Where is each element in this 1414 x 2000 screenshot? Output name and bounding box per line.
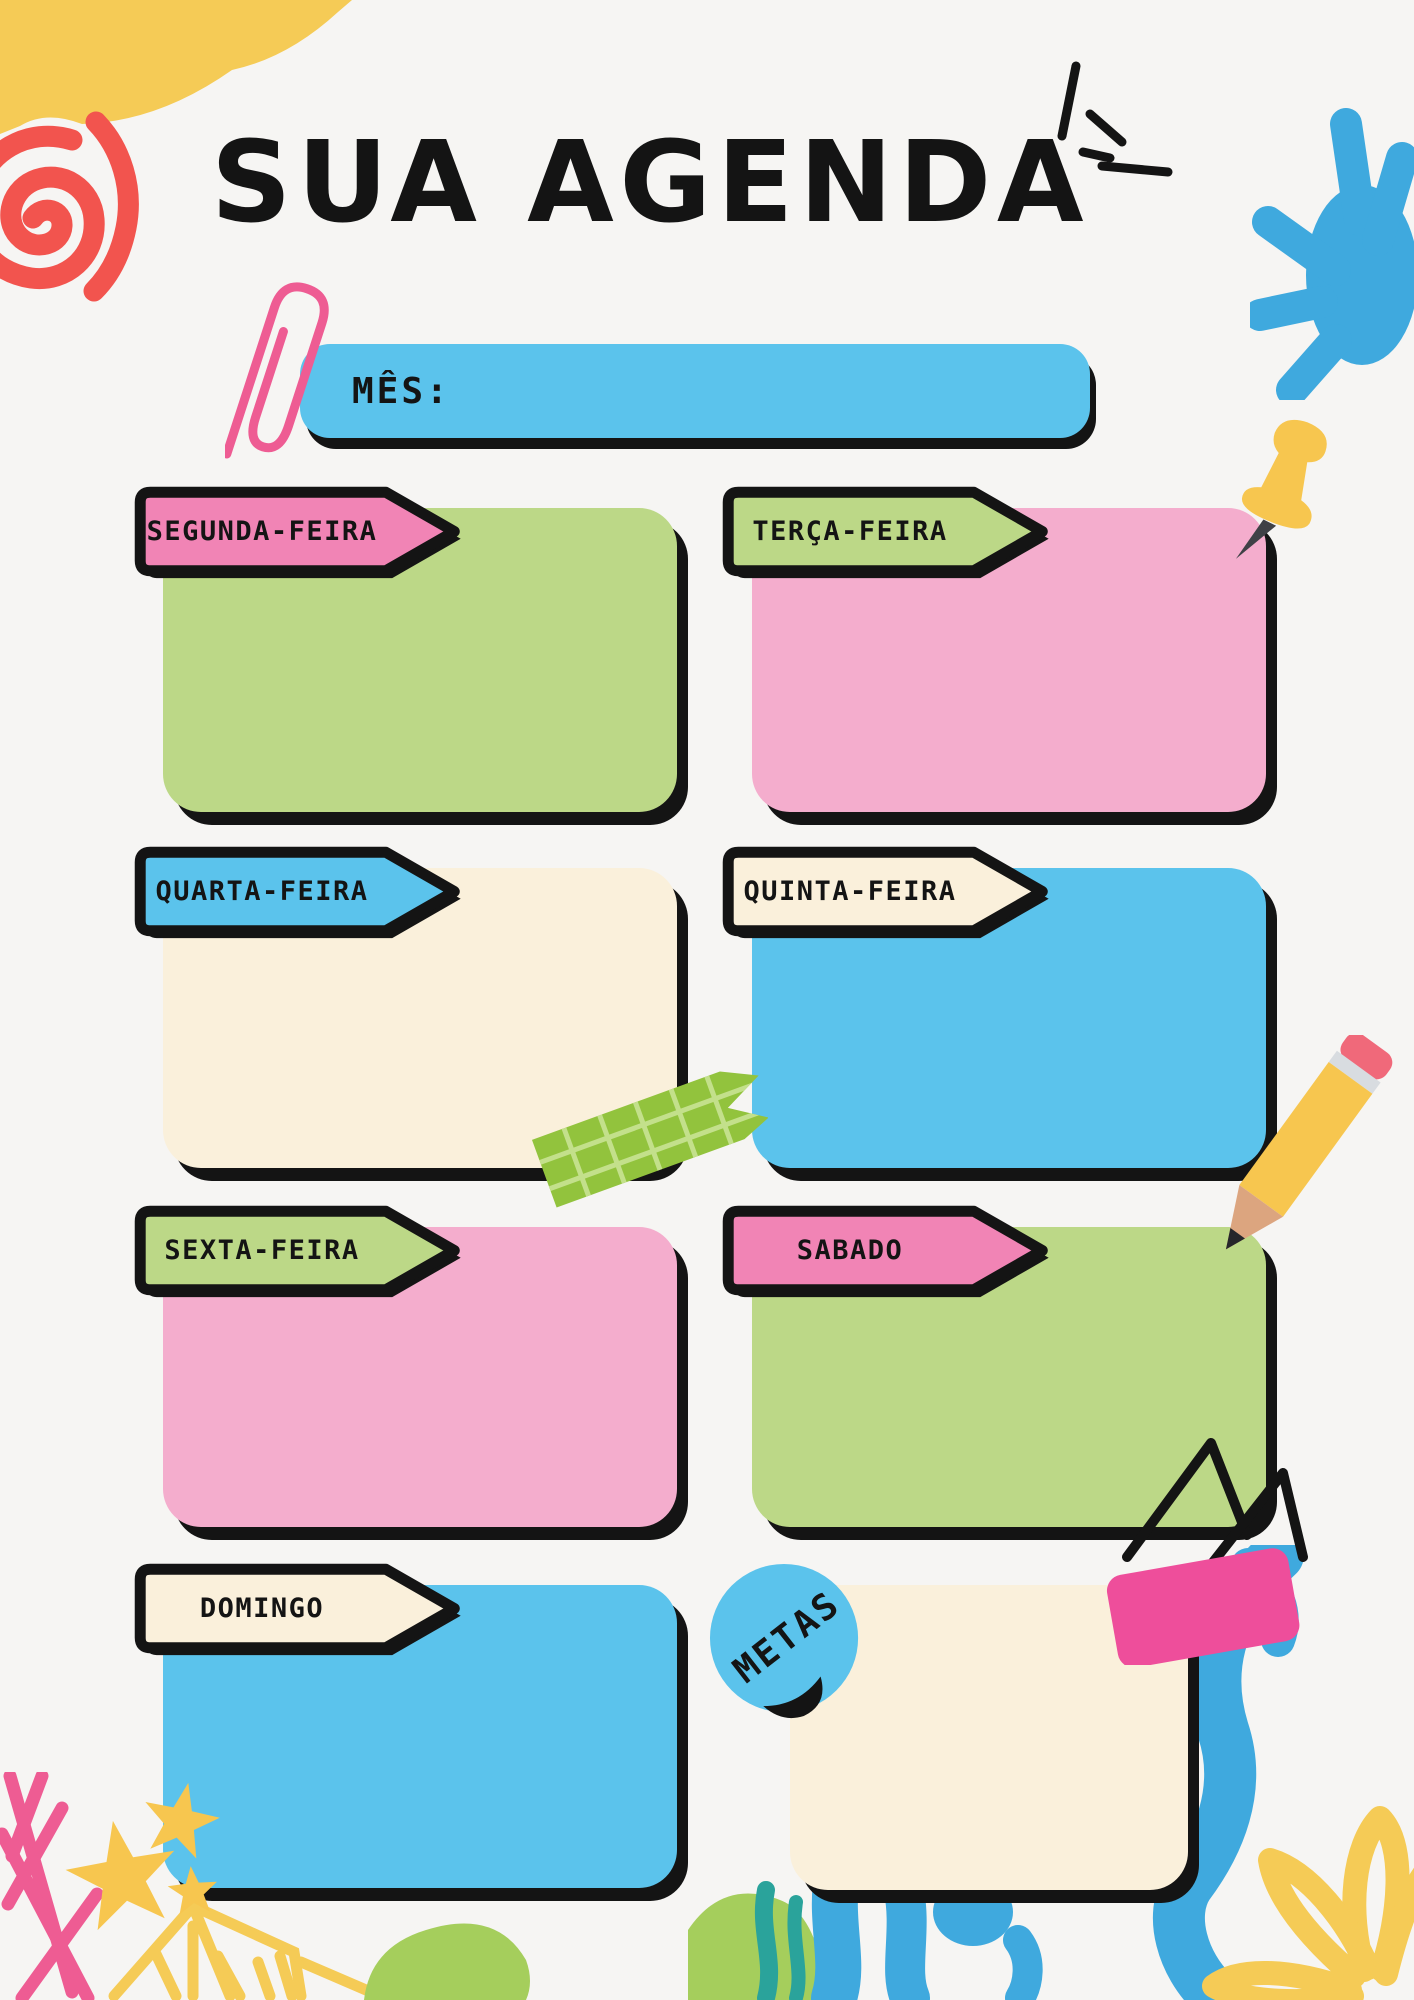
day-label-quinta: QUINTA-FEIRA [743,876,957,907]
page-title: SUA AGENDA [210,118,1090,248]
tag-terca-feira: TERÇA-FEIRA [720,484,1056,579]
tag-quarta-feira: QUARTA-FEIRA [132,844,468,939]
tag-quinta-feira: QUINTA-FEIRA [720,844,1056,939]
month-label: MÊS: [352,370,451,412]
metas-sticker: METAS [708,1562,866,1720]
day-label-sexta: SEXTA-FEIRA [164,1235,360,1266]
tag-sexta-feira: SEXTA-FEIRA [132,1203,468,1298]
day-label-domingo: DOMINGO [199,1593,325,1624]
tent-doodle [108,1895,386,2000]
tag-segunda-feira: SEGUNDA-FEIRA [132,484,468,579]
tag-sabado: SABADO [720,1203,1056,1298]
pink-hatch-doodle [0,1772,104,2000]
day-label-terca: TERÇA-FEIRA [752,516,948,547]
month-input-area[interactable]: MÊS: [300,344,1090,438]
day-label-sabado: SABADO [796,1235,904,1266]
tag-domingo: DOMINGO [132,1561,468,1656]
green-blob [364,1923,530,2000]
day-label-quarta: QUARTA-FEIRA [155,876,369,907]
day-label-segunda: SEGUNDA-FEIRA [146,516,378,547]
